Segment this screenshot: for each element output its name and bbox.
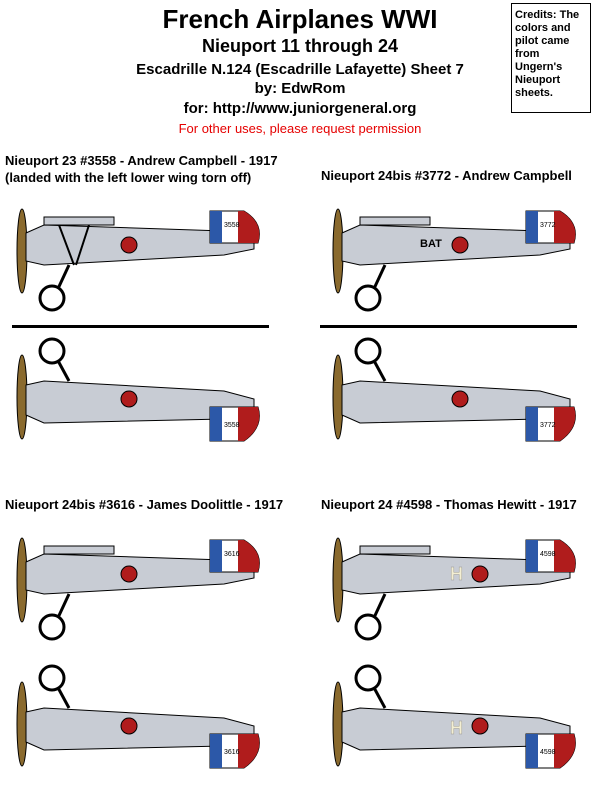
roundel bbox=[120, 565, 138, 583]
tail-number: 3616 bbox=[224, 551, 240, 558]
tail-number: 4598 bbox=[540, 749, 556, 756]
tail-number: 3558 bbox=[224, 222, 240, 229]
wheel bbox=[38, 664, 66, 692]
plane-3-top: 3616 bbox=[14, 532, 264, 647]
fuselage bbox=[25, 553, 255, 595]
wheel bbox=[38, 613, 66, 641]
tail-number: 4598 bbox=[540, 551, 556, 558]
caption-plane-3: Nieuport 24bis #3616 - James Doolittle -… bbox=[5, 497, 284, 512]
tail-number: 3772 bbox=[540, 222, 556, 229]
wheel bbox=[354, 284, 382, 312]
roundel bbox=[471, 717, 489, 735]
unit-name: Escadrille N.124 (Escadrille Lafayette) … bbox=[136, 61, 464, 78]
plane-3-bottom: 3616 bbox=[14, 662, 264, 777]
fuselage-marking: H bbox=[450, 564, 463, 584]
permission-notice: For other uses, please request permissio… bbox=[178, 121, 422, 136]
caption-plane-1-line1: Nieuport 23 #3558 - Andrew Campbell - 19… bbox=[5, 153, 278, 168]
page-title: French Airplanes WWI bbox=[162, 4, 438, 34]
caption-plane-1-line2: (landed with the left lower wing torn of… bbox=[5, 170, 252, 185]
roundel bbox=[120, 390, 138, 408]
upper-wing bbox=[43, 216, 115, 226]
plane-1-top: 3558 bbox=[14, 203, 264, 318]
wheel bbox=[354, 664, 382, 692]
roundel bbox=[451, 390, 469, 408]
fuselage-marking: H bbox=[450, 718, 463, 738]
wheel bbox=[354, 613, 382, 641]
fuselage bbox=[341, 553, 571, 595]
caption-plane-1: Nieuport 23 #3558 - Andrew Campbell - 19… bbox=[5, 152, 278, 186]
plane-2-bottom: 3772 bbox=[330, 335, 580, 450]
plane-2-top: BAT 3772 bbox=[330, 203, 580, 318]
fuselage bbox=[25, 224, 255, 266]
roundel bbox=[471, 565, 489, 583]
caption-plane-2: Nieuport 24bis #3772 - Andrew Campbell bbox=[321, 168, 572, 183]
wheel bbox=[38, 337, 66, 365]
site-link[interactable]: for: http://www.juniorgeneral.org bbox=[183, 100, 417, 117]
plane-4-top: H 4598 bbox=[330, 532, 580, 647]
roundel bbox=[451, 236, 469, 254]
wheel bbox=[354, 337, 382, 365]
divider-left bbox=[12, 325, 269, 328]
upper-wing bbox=[359, 545, 431, 555]
fuselage-marking: BAT bbox=[420, 238, 442, 250]
upper-wing bbox=[359, 216, 431, 226]
wheel bbox=[38, 284, 66, 312]
roundel bbox=[120, 236, 138, 254]
tail-number: 3616 bbox=[224, 749, 240, 756]
roundel bbox=[120, 717, 138, 735]
plane-1-bottom: 3558 bbox=[14, 335, 264, 450]
tail-number: 3558 bbox=[224, 422, 240, 429]
page-subtitle: Nieuport 11 through 24 bbox=[201, 36, 399, 56]
tail-number: 3772 bbox=[540, 422, 556, 429]
credits-box: Credits: The colors and pilot came from … bbox=[511, 3, 591, 113]
author-line: by: EdwRom bbox=[254, 80, 346, 97]
caption-plane-4: Nieuport 24 #4598 - Thomas Hewitt - 1917 bbox=[321, 497, 577, 512]
upper-wing bbox=[43, 545, 115, 555]
plane-4-bottom: H 4598 bbox=[330, 662, 580, 777]
divider-right bbox=[320, 325, 577, 328]
